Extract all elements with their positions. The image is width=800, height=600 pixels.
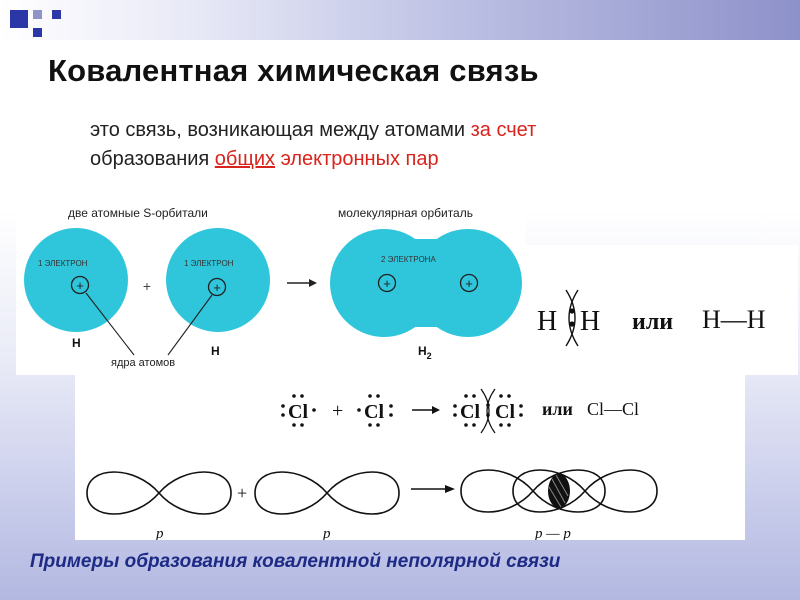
svg-text:Cl: Cl — [495, 401, 515, 423]
definition-part-1: это связь, возникающая между атомами — [90, 119, 471, 141]
p-orbital-left — [86, 471, 232, 515]
chlorine-reaction-arrow-icon — [412, 406, 440, 414]
p-orbital-arrow-icon — [411, 485, 455, 493]
decor-square-small — [33, 10, 42, 19]
hydrogen-formula: H H или H—H — [537, 289, 766, 347]
decor-square-large — [10, 10, 28, 28]
svg-text:+: + — [213, 280, 221, 295]
electron-cloud-arc-left — [565, 289, 576, 347]
atom-label-1: H — [72, 336, 81, 350]
chlorine-plus-sign: + — [332, 400, 343, 422]
p-orbital-plus-sign: + — [237, 483, 247, 503]
electron-label-2: 1 ЭЛЕКТРОН — [184, 259, 234, 268]
hydrogen-right-atom: H — [580, 306, 600, 337]
atom-label-2: H — [211, 344, 220, 358]
chlorine-atom-1: Cl — [281, 394, 316, 427]
pointer-line-left — [85, 292, 135, 356]
p-orbital-middle — [254, 471, 400, 515]
slide-caption: Примеры образования ковалентной неполярн… — [30, 551, 561, 572]
molecule-label: H2 — [418, 344, 432, 361]
definition-highlight-2: электронных пар — [275, 148, 439, 170]
molecular-orbital — [330, 229, 522, 337]
nucleus-4: + — [459, 273, 479, 293]
chlorine-structural-formula: Cl—Cl — [587, 399, 639, 419]
chlorine-or-word: или — [542, 399, 573, 419]
definition-underlined-word: общих — [214, 148, 276, 170]
definition-highlight-1: за счет — [470, 119, 537, 141]
svg-text:Cl: Cl — [460, 401, 480, 423]
slide-title: Ковалентная химическая связь — [48, 53, 539, 88]
decor-square-small — [52, 10, 61, 19]
definition-part-2: образования — [90, 148, 215, 170]
svg-text:+: + — [76, 278, 84, 293]
p-p-bond-label: p — p — [534, 526, 571, 540]
plus-sign: + — [143, 278, 151, 294]
hydrogen-structural-formula: H—H — [702, 305, 766, 334]
s-orbital-right — [166, 228, 270, 332]
svg-text:Cl: Cl — [288, 401, 308, 423]
atomic-orbitals-label: две атомные S-орбитали — [68, 206, 208, 220]
definition-text: это связь, возникающая между атомами за … — [90, 116, 730, 174]
s-orbital-diagram: две атомные S-орбитали молекулярная орби… — [24, 206, 522, 369]
nucleus-3: + — [377, 273, 397, 293]
chlorine-atom-2: Cl — [357, 394, 393, 427]
hydrogen-left-atom: H — [537, 306, 557, 337]
molecular-orbital-label: молекулярная орбиталь — [338, 206, 473, 220]
p-orbital-middle-label: p — [322, 526, 331, 540]
nucleus-1: + — [70, 275, 90, 295]
pointer-line-right — [167, 294, 213, 356]
p-orbital-left-label: p — [155, 526, 164, 540]
p-p-overlap-orbital — [460, 469, 658, 513]
svg-text:+: + — [465, 276, 473, 291]
electron-label-1: 1 ЭЛЕКТРОН — [38, 259, 88, 268]
hydrogen-or-word: или — [632, 309, 673, 335]
shared-electron-pair — [569, 308, 575, 327]
nucleus-2: + — [207, 277, 227, 297]
chlorine-molecule: Cl Cl — [453, 388, 523, 434]
svg-text:Cl: Cl — [364, 401, 384, 423]
electron-cloud-arc-right — [568, 289, 579, 347]
s-orbital-left — [24, 228, 128, 332]
reaction-arrow-icon — [287, 279, 317, 287]
slide-header-bar — [0, 0, 800, 40]
svg-text:+: + — [383, 276, 391, 291]
electron-pair-label: 2 ЭЛЕКТРОНА — [381, 255, 436, 264]
nuclei-label: ядра атомов — [111, 357, 175, 369]
decor-square-small — [33, 28, 42, 37]
chlorine-and-p-orbital-diagram: Cl + Cl Cl Cl или Cl—Cl p + p — [86, 388, 658, 540]
